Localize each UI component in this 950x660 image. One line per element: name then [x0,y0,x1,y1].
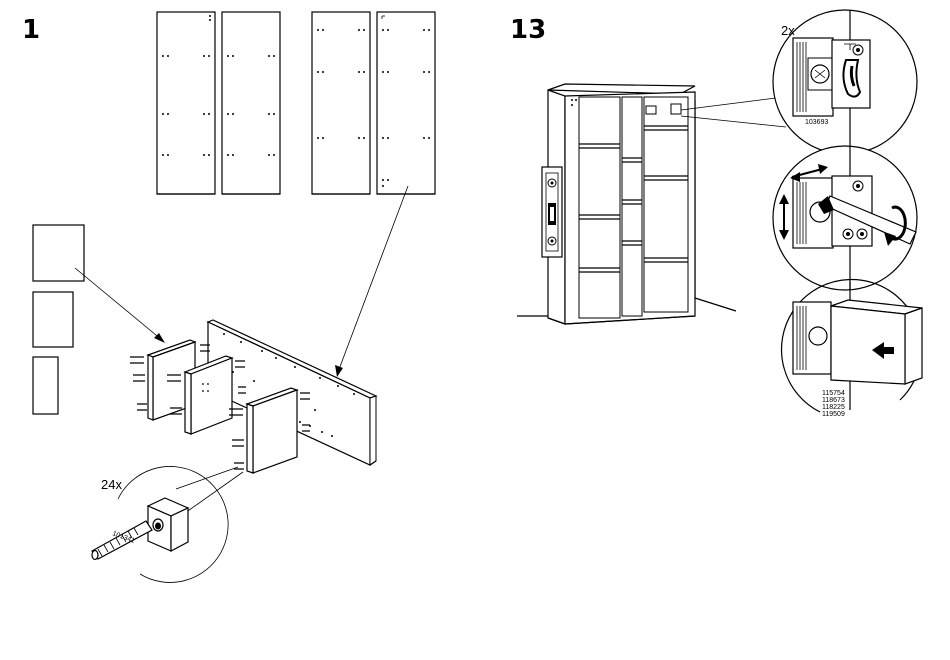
cap-part-number-1: 115754 [822,390,845,397]
step-13: 13 [510,10,922,418]
bookcase [548,84,695,324]
step-1: 1 [22,12,435,582]
detail-circle-3: 115754 118673 118225 119509 [782,280,922,418]
dowel-quantity: 24x [101,477,122,492]
side-panel-1 [157,12,215,194]
step-13-number: 13 [510,15,546,45]
cap-part-number-2: 118673 [822,397,845,404]
cap-part-number-4: 119509 [822,411,845,418]
side-panels [157,12,435,194]
bracket-quantity: 2x [781,23,795,38]
shelf-medium [33,292,73,347]
cap-part-number-3: 118225 [822,404,845,411]
cap-part-numbers: 115754 118673 118225 119509 [822,390,845,418]
dowel-callout: 24x 101341 [92,466,243,582]
detail-circle-2 [773,146,917,290]
shelf-large [33,225,84,281]
detail-circle-1: 2x 103693 [773,10,917,154]
bracket-part-number: 103693 [805,119,828,126]
shelf-small [33,357,58,414]
step-1-number: 1 [22,15,40,45]
callout-line [681,98,786,127]
small-shelves [33,225,84,414]
side-panel-4 [377,12,435,194]
side-panel-3 [312,12,370,194]
side-panel-2 [222,12,280,194]
side-bracket-detail [542,167,562,257]
